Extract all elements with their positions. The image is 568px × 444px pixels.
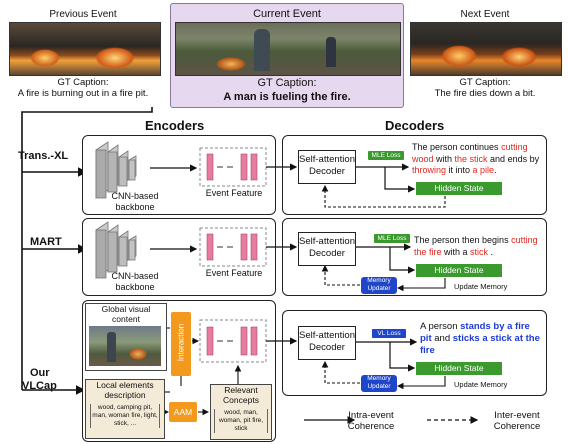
out-tx-3: the stick [454, 153, 488, 164]
row-label-mart: MART [30, 236, 62, 248]
row-label-transxl: Trans.-XL [18, 150, 69, 162]
decoder-mart: Self-attention Decoder [298, 232, 356, 266]
memory-updater-vlcap: Memory Updater [361, 375, 397, 392]
previous-event-title: Previous Event [49, 9, 117, 20]
out-tx-8: . [494, 165, 497, 175]
current-event-title: Current Event [253, 8, 321, 20]
out-v-3: sticks a stick at the fire [420, 333, 540, 356]
out-m-1: cutting the fire [414, 235, 538, 257]
decoder-transxl: Self-attention Decoder [298, 150, 356, 184]
out-m-3: stick [470, 246, 489, 257]
local-elements-label: Local elements description [96, 380, 154, 400]
local-elements-text: wood, camping pit, man, woman fire, ligh… [90, 404, 160, 428]
out-v-0: A person [420, 321, 461, 332]
cnn-stack-mart [95, 221, 137, 279]
legend-intra: Intra-event Coherence [347, 410, 395, 432]
current-event-panel: Current Event GT Caption: A man is fueli… [170, 3, 404, 108]
aam-box: AAM [169, 402, 197, 422]
local-elements-box: Local elements description wood, camping… [85, 379, 165, 439]
current-event-image [175, 22, 401, 76]
out-tx-0: The person continues [412, 142, 502, 152]
output-transxl: The person continues cutting wood with t… [412, 142, 544, 177]
previous-event-panel: Previous Event GT Caption: A fire is bur… [3, 5, 163, 101]
global-visual-image [89, 326, 161, 366]
cnn-stack-transxl [95, 141, 137, 199]
output-vlcap: A person stands by a fire pit and sticks… [420, 321, 544, 357]
out-m-2: with a [441, 246, 471, 257]
encoders-header: Encoders [145, 118, 205, 133]
out-tx-7: a pile [472, 165, 495, 175]
loss-tag-transxl: MLE Loss [368, 151, 404, 160]
out-tx-6: it into [446, 165, 473, 175]
next-event-panel: Next Event GT Caption: The fire dies dow… [406, 5, 564, 101]
memory-updater-mart: Memory Updater [361, 277, 397, 294]
global-visual-box: Global visual content [85, 303, 167, 371]
relevant-concepts-text: wood, man, woman, pit fire, stick [214, 409, 268, 433]
feature-label-mart: Event Feature [205, 268, 263, 278]
decoder-vlcap: Self-attention Decoder [298, 326, 356, 360]
update-memory-vlcap: Update Memory [454, 380, 508, 389]
out-tx-5: throwing [412, 165, 447, 175]
cnn-label-transxl: CNN-based backbone [111, 191, 159, 212]
loss-tag-mart: MLE Loss [374, 234, 410, 243]
hidden-state-transxl: Hidden State [416, 182, 502, 195]
next-event-image [410, 22, 562, 76]
row-label-vlcap-2: VLCap [22, 380, 57, 392]
update-memory-mart: Update Memory [454, 282, 508, 291]
next-caption: The fire dies down a bit. [434, 88, 536, 99]
current-caption-head: GT Caption: [257, 77, 317, 89]
hidden-state-vlcap: Hidden State [416, 362, 502, 375]
previous-caption: A fire is burning out in a fire pit. [17, 88, 149, 99]
hidden-state-mart: Hidden State [416, 264, 502, 277]
previous-caption-head: GT Caption: [57, 77, 109, 88]
out-m-4: . [488, 246, 494, 257]
out-tx-1: cutting wood [412, 142, 528, 164]
feature-label-transxl: Event Feature [205, 188, 263, 198]
out-tx-2: with [433, 153, 455, 164]
next-event-title: Next Event [460, 9, 510, 20]
legend-inter: Inter-event Coherence [493, 410, 541, 432]
global-visual-label: Global visual content [101, 304, 151, 324]
loss-tag-vlcap: VL Loss [372, 329, 406, 338]
relevant-concepts-label: Relevant Concepts [223, 385, 259, 405]
row-label-vlcap-1: Our [30, 367, 50, 379]
previous-event-image [9, 22, 161, 76]
out-v-1: stands by a fire pit [420, 321, 530, 344]
interaction-bar: Interaction [171, 312, 191, 376]
current-caption: A man is fueling the fire. [223, 91, 351, 103]
cnn-label-mart: CNN-based backbone [111, 271, 159, 292]
out-v-2: and [431, 333, 453, 344]
decoders-header: Decoders [385, 118, 445, 133]
output-mart: The person then begins cutting the fire … [414, 235, 544, 258]
relevant-concepts-box: Relevant Concepts wood, man, woman, pit … [210, 384, 272, 440]
out-tx-4: and ends by [487, 153, 540, 164]
out-m-0: The person then begins [414, 235, 512, 245]
next-caption-head: GT Caption: [459, 77, 511, 88]
interaction-label: Interaction [176, 323, 186, 362]
